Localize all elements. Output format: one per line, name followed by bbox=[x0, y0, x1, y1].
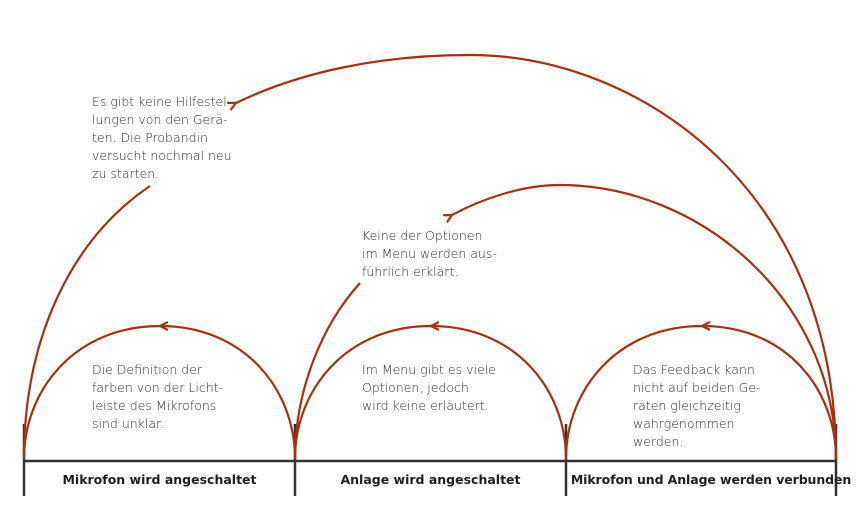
note-stage3: Das Feedback kann nicht auf beiden Ge- r… bbox=[633, 362, 761, 449]
note-stage2: Im Menu gibt es viele Optionen, jedoch w… bbox=[362, 362, 496, 413]
loop-arrow-stage2 bbox=[293, 326, 431, 460]
loop-arrow-stage3 bbox=[564, 326, 702, 460]
loop-arc-large-start bbox=[22, 185, 151, 460]
stage-label-2: Anlage wird angeschaltet bbox=[340, 472, 521, 487]
loop-arc-stage1-back bbox=[159, 324, 297, 460]
loop-arc-stage2-back bbox=[430, 324, 568, 460]
loop-arrow-middle bbox=[452, 183, 838, 460]
stage-label-1: Mikrofon wird angeschaltet bbox=[62, 472, 257, 487]
loop-arc-stage3-back bbox=[701, 324, 838, 460]
loop-arrow-stage1 bbox=[22, 326, 160, 460]
note-large-loop: Es gibt keine Hilfestel- lungen von den … bbox=[92, 94, 232, 181]
loop-arc-middle-start bbox=[293, 282, 361, 460]
loop-arrow-large bbox=[236, 53, 838, 460]
note-stage1: Die Definition der farben von der Licht-… bbox=[92, 362, 224, 431]
stage-label-3: Mikrofon und Anlage werden verbunden bbox=[570, 472, 852, 487]
note-middle-loop: Keine der Optionen im Menu werden aus- f… bbox=[362, 228, 497, 279]
